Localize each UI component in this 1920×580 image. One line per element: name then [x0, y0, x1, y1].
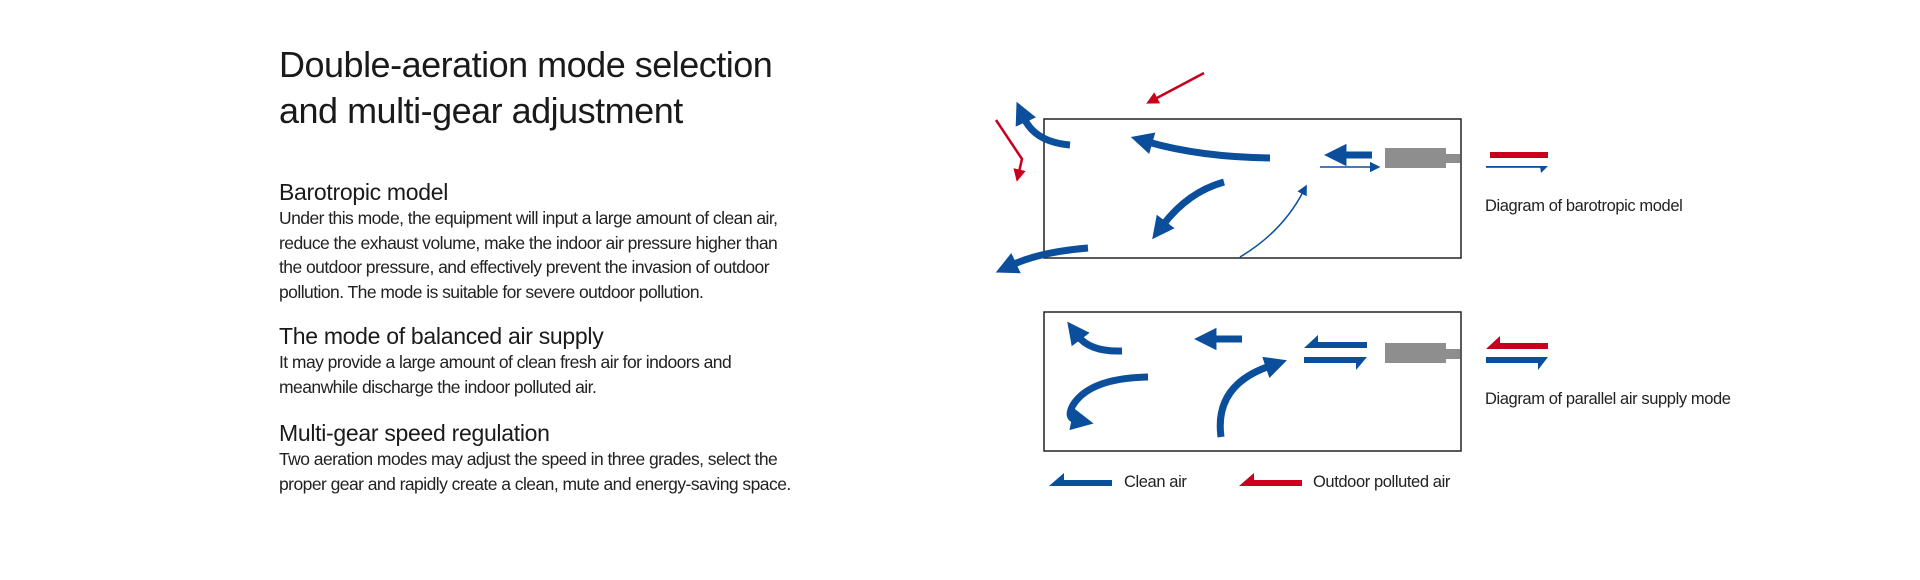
section-heading: Barotropic model — [279, 179, 449, 205]
section-barotropic: Barotropic model Under this mode, the eq… — [279, 178, 778, 304]
section-text: proper gear and rapidly create a clean, … — [279, 473, 791, 494]
parallel-caption: Diagram of parallel air supply mode — [1485, 390, 1731, 408]
fan-nub — [1446, 154, 1460, 163]
fan-unit-icon — [1385, 148, 1446, 168]
fan-unit-icon — [1385, 343, 1446, 363]
arrow-icon — [995, 244, 1089, 274]
arrow-icon — [1239, 184, 1307, 258]
section-balanced: The mode of balanced air supply It may p… — [279, 322, 732, 399]
page-title: Double-aeration mode selection and multi… — [279, 42, 773, 134]
title-line: and multi-gear adjustment — [279, 90, 683, 131]
parallel-diagram — [1043, 311, 1548, 452]
section-heading: The mode of balanced air supply — [279, 323, 604, 349]
arrow-icon — [1067, 321, 1123, 355]
section-heading: Multi-gear speed regulation — [279, 420, 550, 446]
barotropic-caption: Diagram of barotropic model — [1485, 197, 1683, 215]
room-outline — [1043, 118, 1462, 259]
section-text: It may provide a large amount of clean f… — [279, 352, 732, 372]
fan-nub — [1446, 349, 1460, 359]
dual-flow-arrows — [1304, 335, 1367, 370]
arrow-icon — [1066, 373, 1149, 431]
room-outline — [1043, 311, 1462, 452]
title-line: Double-aeration mode selection — [279, 44, 773, 85]
parallel-key-arrows — [1486, 336, 1548, 370]
legend-polluted-air: Outdoor polluted air — [1313, 473, 1450, 491]
barotropic-key-arrows — [1486, 152, 1548, 173]
barotropic-diagram — [994, 71, 1548, 274]
arrow-icon — [1216, 356, 1287, 438]
arrow-icon — [1130, 132, 1271, 162]
section-text: Two aeration modes may adjust the speed … — [279, 449, 778, 469]
legend-clean-air: Clean air — [1124, 473, 1187, 491]
section-text: reduce the exhaust volume, make the indo… — [279, 232, 778, 253]
arrow-icon — [1152, 178, 1225, 240]
clean-air-legend-arrow-icon — [1058, 480, 1112, 486]
polluted-air-legend-arrow-icon — [1248, 480, 1302, 486]
legend — [1049, 473, 1302, 486]
polluted-air-arrows — [994, 71, 1205, 182]
arrow-icon — [994, 119, 1026, 182]
clean-air-arrows — [995, 101, 1381, 274]
arrow-icon — [1146, 71, 1205, 104]
arrow-icon — [1015, 101, 1071, 149]
section-text: the outdoor pressure, and effectively pr… — [279, 257, 770, 277]
clean-air-arrows — [1066, 321, 1287, 438]
section-text: pollution. The mode is suitable for seve… — [279, 281, 704, 302]
section-text: Under this mode, the equipment will inpu… — [279, 208, 778, 228]
section-text: meanwhile discharge the indoor polluted … — [279, 376, 597, 397]
section-multigear: Multi-gear speed regulation Two aeration… — [279, 419, 791, 496]
